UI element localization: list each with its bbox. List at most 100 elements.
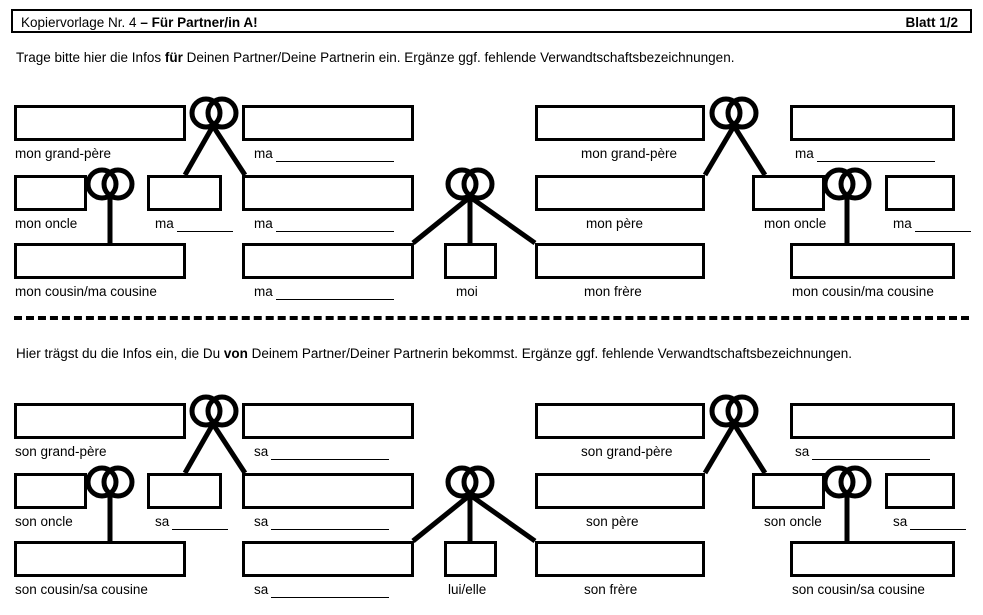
box-l-grandmere[interactable] — [242, 105, 414, 141]
label-r-oncle: son oncle — [764, 514, 822, 529]
blank-line-r-grandmere[interactable] — [816, 149, 935, 162]
instruction-bottom: Hier trägst du die Infos ein, die Du von… — [16, 345, 852, 362]
label-l-cousin: mon cousin/ma cousine — [15, 284, 157, 299]
label-l-grandpere: son grand-père — [15, 444, 107, 459]
label-l-tante: sa — [155, 514, 229, 530]
box-l-cousin[interactable] — [14, 541, 186, 577]
page-title-bold: – Für Partner/in A! — [140, 15, 258, 30]
label-l-tante: ma — [155, 216, 233, 232]
box-r-tante[interactable] — [885, 175, 955, 211]
label-r-grandpere: mon grand-père — [581, 146, 678, 161]
box-r-oncle[interactable] — [752, 175, 825, 211]
label-l-soeur-text: sa — [254, 582, 269, 597]
box-r-pere[interactable] — [535, 175, 705, 211]
family-tree-bottom: son grand-père sa son grand-père sa son … — [0, 388, 983, 603]
label-moi: lui/elle — [448, 582, 487, 597]
label-l-tante-text: sa — [155, 514, 170, 529]
box-moi[interactable] — [444, 243, 497, 279]
box-l-mere[interactable] — [242, 473, 414, 509]
label-l-oncle: mon oncle — [15, 216, 78, 231]
label-r-cousin: son cousin/sa cousine — [792, 582, 925, 597]
label-l-soeur-text: ma — [254, 284, 273, 299]
box-r-grandmere[interactable] — [790, 105, 955, 141]
box-r-frere[interactable] — [535, 541, 705, 577]
page-title: Kopiervorlage Nr. 4 – Für Partner/in A! — [21, 14, 258, 31]
label-r-frere: mon frère — [584, 284, 642, 299]
box-r-oncle[interactable] — [752, 473, 825, 509]
label-l-grandmere-text: sa — [254, 444, 269, 459]
label-l-mere-text: ma — [254, 216, 273, 231]
label-r-oncle: mon oncle — [764, 216, 827, 231]
box-l-grandmere[interactable] — [242, 403, 414, 439]
label-r-grandmere: ma — [795, 146, 935, 162]
label-r-tante: sa — [893, 514, 967, 530]
label-l-mere: sa — [254, 514, 390, 530]
blank-line-l-mere[interactable] — [275, 219, 394, 232]
blank-line-r-tante[interactable] — [910, 517, 967, 530]
box-r-cousin[interactable] — [790, 541, 955, 577]
label-r-grandmere-text: ma — [795, 146, 814, 161]
box-l-mere[interactable] — [242, 175, 414, 211]
label-l-mere: ma — [254, 216, 394, 232]
label-r-pere: mon père — [586, 216, 644, 231]
label-r-cousin: mon cousin/ma cousine — [792, 284, 934, 299]
box-l-soeur[interactable] — [242, 541, 414, 577]
blank-line-r-tante[interactable] — [914, 219, 971, 232]
box-r-grandpere[interactable] — [535, 105, 705, 141]
label-l-soeur: sa — [254, 582, 390, 598]
label-l-grandmere: ma — [254, 146, 394, 162]
label-r-grandmere-text: sa — [795, 444, 810, 459]
blank-line-l-grandmere[interactable] — [271, 447, 390, 460]
instruction-bottom-bold: von — [223, 346, 248, 361]
instruction-top-part2: Deinen Partner/Deine Partnerin ein. Ergä… — [182, 50, 735, 65]
blank-line-l-soeur[interactable] — [271, 585, 390, 598]
box-l-grandpere[interactable] — [14, 105, 186, 141]
box-l-grandpere[interactable] — [14, 403, 186, 439]
box-l-oncle[interactable] — [14, 175, 87, 211]
box-l-soeur[interactable] — [242, 243, 414, 279]
blank-line-l-soeur[interactable] — [275, 287, 394, 300]
box-r-cousin[interactable] — [790, 243, 955, 279]
label-r-grandpere: son grand-père — [581, 444, 673, 459]
instruction-bottom-part1: Hier trägst du die Infos ein, die Du — [16, 346, 224, 361]
blank-line-l-tante[interactable] — [172, 517, 229, 530]
label-r-tante: ma — [893, 216, 971, 232]
page-title-plain: Kopiervorlage Nr. 4 — [21, 15, 141, 30]
sheet-number: Blatt 1/2 — [905, 15, 958, 30]
label-l-grandmere-text: ma — [254, 146, 273, 161]
blank-line-l-tante[interactable] — [176, 219, 233, 232]
box-l-oncle[interactable] — [14, 473, 87, 509]
label-r-tante-text: sa — [893, 514, 908, 529]
label-l-grandpere: mon grand-père — [15, 146, 112, 161]
label-l-oncle: son oncle — [15, 514, 73, 529]
label-r-pere: son père — [586, 514, 639, 529]
label-l-mere-text: sa — [254, 514, 269, 529]
blank-line-r-grandmere[interactable] — [812, 447, 931, 460]
dashed-divider — [14, 316, 969, 320]
label-l-soeur: ma — [254, 284, 394, 300]
label-moi: moi — [456, 284, 478, 299]
header-bar: Kopiervorlage Nr. 4 – Für Partner/in A! … — [11, 9, 972, 33]
label-r-grandmere: sa — [795, 444, 931, 460]
instruction-top: Trage bitte hier die Infos für Deinen Pa… — [16, 49, 734, 66]
box-r-tante[interactable] — [885, 473, 955, 509]
box-l-cousin[interactable] — [14, 243, 186, 279]
instruction-top-bold: für — [164, 50, 183, 65]
label-l-tante-text: ma — [155, 216, 174, 231]
instruction-bottom-part2: Deinem Partner/Deiner Partnerin bekommst… — [247, 346, 852, 361]
box-l-tante[interactable] — [147, 175, 222, 211]
label-l-grandmere: sa — [254, 444, 390, 460]
box-l-tante[interactable] — [147, 473, 222, 509]
family-tree-top: mon grand-père ma mon grand-père ma mon … — [0, 90, 983, 305]
box-r-frere[interactable] — [535, 243, 705, 279]
label-r-tante-text: ma — [893, 216, 912, 231]
box-r-grandpere[interactable] — [535, 403, 705, 439]
blank-line-l-mere[interactable] — [271, 517, 390, 530]
label-r-frere: son frère — [584, 582, 638, 597]
box-moi[interactable] — [444, 541, 497, 577]
box-r-grandmere[interactable] — [790, 403, 955, 439]
blank-line-l-grandmere[interactable] — [275, 149, 394, 162]
box-r-pere[interactable] — [535, 473, 705, 509]
label-l-cousin: son cousin/sa cousine — [15, 582, 148, 597]
instruction-top-part1: Trage bitte hier die Infos — [16, 50, 165, 65]
